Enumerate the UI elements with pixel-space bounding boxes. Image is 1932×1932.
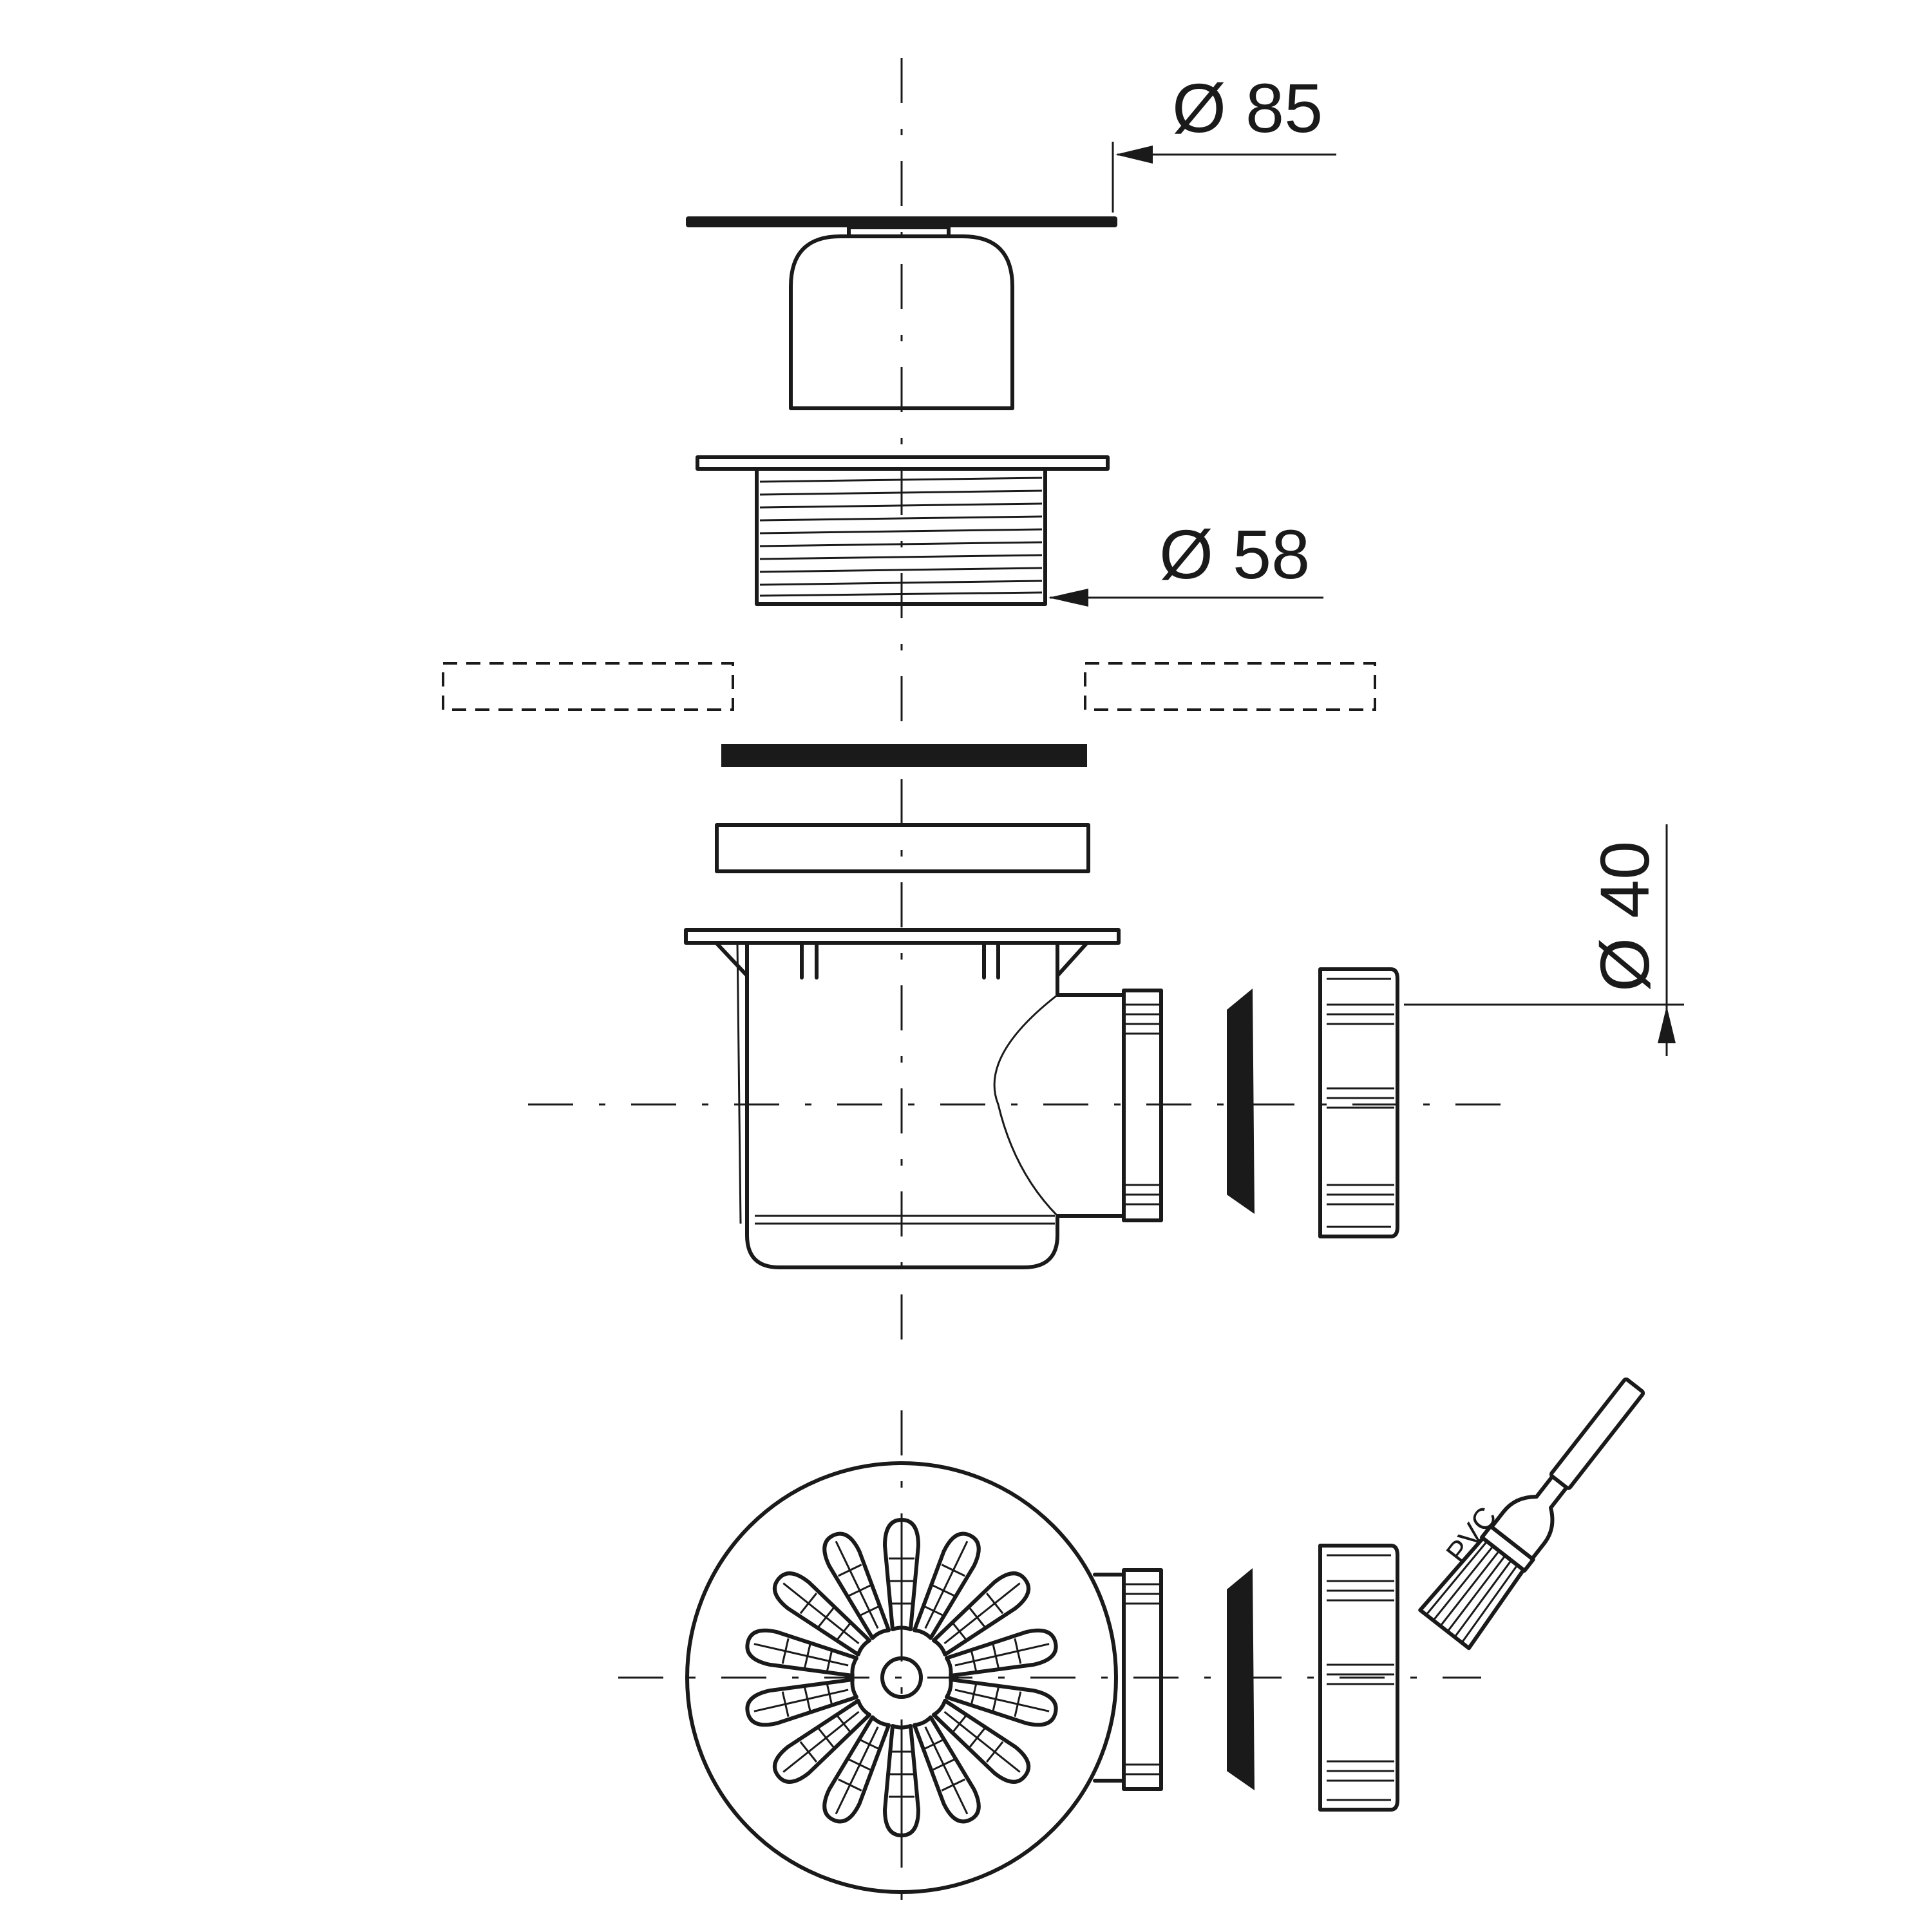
pvc-glue-brush-icon [1418, 1378, 1645, 1651]
dimension-40-label: Ø 40 [1586, 841, 1663, 992]
shower-tray-right-dashed [1084, 662, 1376, 711]
grate-slot [945, 1628, 1058, 1678]
outlet-connector-top-view [1093, 1568, 1163, 1791]
flat-white-washer [715, 823, 1090, 873]
conical-gasket-top [1227, 1568, 1255, 1790]
grate-slot [822, 1531, 891, 1640]
grate-slot [883, 1518, 920, 1631]
grate-slot [745, 1678, 858, 1727]
drain-grate-top-view [685, 1461, 1118, 1894]
top-cover-plate [686, 216, 1117, 410]
grate-slot [931, 1571, 1031, 1657]
outlet-thread-lines [1124, 1003, 1161, 1206]
threaded-flange [696, 455, 1110, 606]
union-nut-side [1318, 967, 1399, 1238]
grate-slot [772, 1698, 872, 1784]
dimension-58-label: Ø 58 [1159, 515, 1310, 593]
thread-lines [759, 477, 1043, 597]
shower-tray-left-dashed [442, 662, 734, 711]
grate-slot [772, 1571, 872, 1657]
dimension-85: Ø 85 [1112, 69, 1336, 213]
dimension-85-label: Ø 85 [1172, 69, 1323, 147]
grate-slot [931, 1698, 1031, 1784]
grate-slot [912, 1531, 981, 1640]
grate-slot [912, 1715, 981, 1824]
grate-slot [945, 1678, 1058, 1727]
grate-slot [883, 1724, 920, 1837]
union-nut-top [1318, 1544, 1399, 1812]
flat-black-gasket [721, 744, 1087, 767]
drain-body [684, 928, 1163, 1269]
conical-gasket-side [1227, 989, 1255, 1214]
grate-slots [745, 1518, 1058, 1837]
grate-slot [745, 1628, 858, 1678]
dimension-40: Ø 40 [1404, 824, 1684, 1056]
grate-slot [822, 1715, 891, 1824]
dimension-58: Ø 58 [1048, 515, 1323, 607]
